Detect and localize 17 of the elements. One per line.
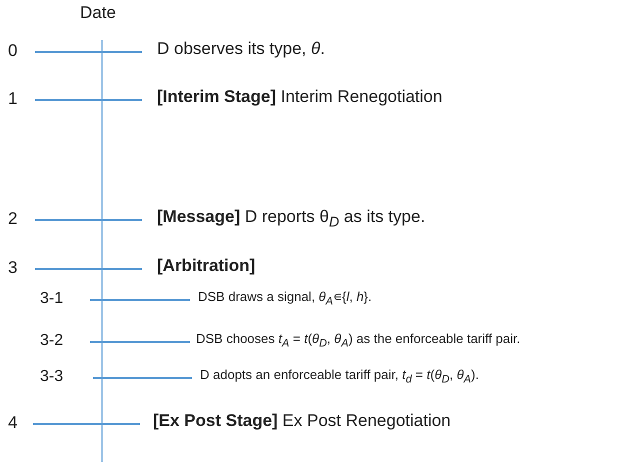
- event-text: DSB chooses t$_{A}$ = t(θ$_{D}$, θ$_{A}$) as the enforceable tariff pair.: [196, 332, 520, 351]
- event-text: D observes its type, θ.: [157, 40, 325, 58]
- event-text: DSB draws a signal, θ$_{A}$∊{l, h}.: [198, 290, 372, 309]
- time-number: 3-1: [40, 290, 64, 308]
- event-text: [Message] D reports θ$_{D}$ as its type.: [157, 208, 426, 231]
- event-text: D adopts an enforceable tariff pair, t$_{d}$ = t(θ$_{D}$, θ$_{A}$).: [200, 368, 479, 387]
- time-number: 1: [8, 90, 18, 108]
- event-text: [Arbitration]: [157, 256, 256, 276]
- time-number: 3: [8, 258, 18, 278]
- time-number: 3-2: [40, 332, 64, 350]
- event-text: [Ex Post Stage] Ex Post Renegotiation: [153, 412, 451, 430]
- time-number: 4: [8, 414, 18, 432]
- event-text: [Interim Stage] Interim Renegotiation: [157, 88, 442, 106]
- time-number: 0: [8, 42, 18, 60]
- time-number: 2: [8, 210, 18, 228]
- time-number: 3-3: [40, 368, 64, 386]
- axis-title: Date: [80, 4, 116, 22]
